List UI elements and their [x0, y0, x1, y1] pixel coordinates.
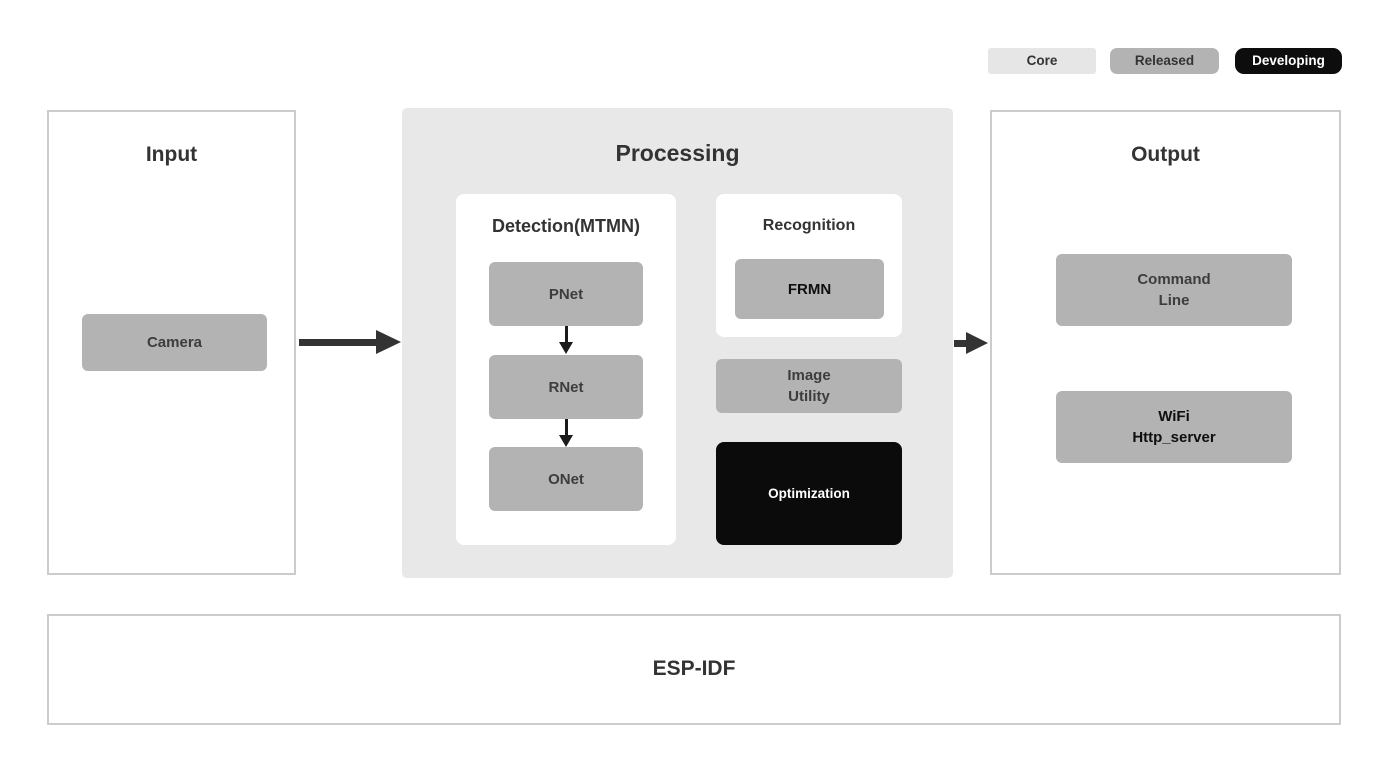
detection-card: Detection(MTMN) PNet RNet ONet: [456, 194, 676, 545]
arrow-pnet-to-rnet: [558, 326, 574, 355]
detection-card-title: Detection(MTMN): [492, 216, 640, 236]
arrow-head-icon: [966, 332, 988, 354]
processing-panel: Processing Detection(MTMN) PNet RNet ONe…: [402, 108, 953, 578]
recognition-card: Recognition FRMN: [716, 194, 902, 337]
rnet-block-label: RNet: [548, 378, 584, 396]
output-panel-title: Output: [1131, 143, 1200, 166]
arrow-head-icon: [376, 330, 401, 354]
rnet-block: RNet: [489, 355, 643, 419]
legend-item-core: Core: [988, 48, 1096, 74]
arrow-shaft: [299, 339, 378, 346]
legend-item-developing: Developing: [1235, 48, 1342, 74]
arrow-stem: [564, 326, 568, 343]
input-panel: Input Camera: [47, 110, 296, 575]
arrow-stem: [564, 419, 568, 436]
arrow-shaft: [954, 340, 968, 347]
arrow-down-icon: [559, 435, 573, 447]
onet-block-label: ONet: [548, 470, 584, 488]
camera-block: Camera: [82, 314, 267, 371]
pnet-block: PNet: [489, 262, 643, 326]
image-utility-line2: Utility: [788, 388, 830, 405]
esp-idf-panel: ESP-IDF: [47, 614, 1341, 725]
image-utility-block: Image Utility: [716, 359, 902, 413]
wifi-http-server-block: WiFi Http_server: [1056, 391, 1292, 463]
frmn-block-label: FRMN: [787, 280, 832, 298]
wifi-line2: Http_server: [1132, 429, 1216, 446]
arrow-down-icon: [559, 342, 573, 354]
optimization-block-label: Optimization: [768, 486, 850, 501]
command-line-block: Command Line: [1056, 254, 1292, 326]
image-utility-line1: Image: [787, 367, 831, 384]
frmn-block: FRMN: [735, 259, 884, 319]
wifi-line1: WiFi: [1158, 408, 1190, 425]
arrow-processing-to-output: [954, 331, 989, 355]
arrow-rnet-to-onet: [558, 419, 574, 448]
arrow-input-to-processing: [299, 330, 401, 354]
optimization-block: Optimization: [716, 442, 902, 545]
output-panel: Output Command Line WiFi Http_server: [990, 110, 1341, 575]
input-panel-title: Input: [145, 143, 198, 166]
camera-block-label: Camera: [146, 334, 203, 351]
command-line-line2: Line: [1158, 292, 1190, 309]
command-line-line1: Command: [1137, 271, 1211, 288]
onet-block: ONet: [489, 447, 643, 511]
legend-item-released: Released: [1110, 48, 1219, 74]
pnet-block-label: PNet: [548, 285, 584, 303]
recognition-card-title: Recognition: [762, 217, 856, 234]
processing-panel-title: Processing: [615, 140, 740, 166]
esp-idf-panel-title: ESP-IDF: [652, 657, 736, 680]
